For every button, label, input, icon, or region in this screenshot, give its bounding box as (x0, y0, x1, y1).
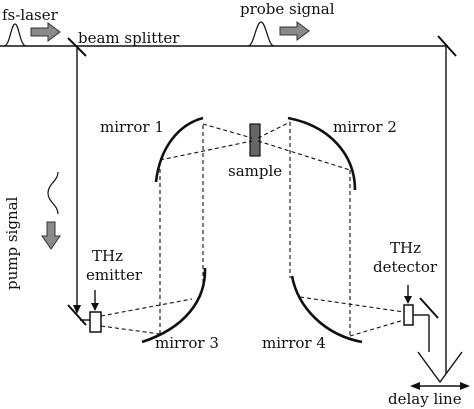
pump-corner-mirror (67, 304, 87, 326)
thz-emitter-label-line1: THz (92, 247, 123, 265)
laser-pulse-icon (3, 23, 27, 47)
laser-direction-arrow-icon (30, 22, 61, 42)
mirror-2-label: mirror 2 (333, 118, 397, 136)
thz-beam-mirror1-to-sample-upper (202, 123, 253, 139)
mirror-1-label: mirror 1 (100, 118, 164, 136)
thz-beam-sample-to-mirror2-lower (257, 140, 351, 171)
delay-line-arrowhead-left-icon (410, 382, 420, 390)
pump-signal-label: pump signal (3, 196, 21, 290)
thz-beam-emitter-to-mirror3-upper (100, 298, 193, 317)
thz-emitter-box (89, 311, 102, 333)
fs-laser-label: fs-laser (2, 6, 59, 24)
probe-signal-label: probe signal (240, 0, 335, 18)
probe-direction-arrow-icon (279, 21, 310, 41)
pump-direction-arrow-icon (41, 221, 61, 250)
corner-mirror-top-right (437, 35, 457, 57)
thz-beam-sample-to-mirror2-upper (257, 121, 291, 139)
delay-line-arrowhead-right-icon (460, 382, 470, 390)
thz-emitter-pointer-arrowhead-icon (91, 303, 99, 311)
delay-line-retroreflector (417, 351, 463, 384)
mirror-3 (141, 267, 207, 344)
thz-beam-emitter-to-mirror3-lower (100, 325, 161, 335)
thz-detector-label-line1: THz (390, 239, 421, 257)
thz-detector-box (403, 304, 414, 326)
mirror-3-label: mirror 3 (155, 334, 219, 352)
thz-detector-label-line2: detector (373, 258, 438, 276)
mirror-1 (154, 116, 204, 183)
detector-probe-mirror (419, 297, 439, 319)
thz-beam-mirror1-to-sample-lower (159, 140, 253, 161)
beam-splitter-label: beam splitter (78, 29, 180, 47)
probe-pulse-icon (247, 21, 275, 47)
sample-block (249, 123, 261, 157)
thz-detector-pointer-arrowhead-icon (404, 296, 412, 304)
sample-label: sample (228, 162, 282, 180)
mirror-2 (287, 116, 357, 191)
thz-emitter-label-line2: emitter (86, 266, 143, 284)
delay-line-label: delay line (388, 390, 462, 408)
pump-pulse-icon (47, 171, 59, 215)
mirror-4-label: mirror 4 (262, 334, 326, 352)
pump-beam-arrowhead-icon (73, 305, 81, 314)
mirror-4 (290, 275, 363, 344)
thz-beam-mirror4-to-detector-upper (299, 296, 405, 313)
thz-beam-mirror4-to-detector-lower (349, 319, 405, 337)
